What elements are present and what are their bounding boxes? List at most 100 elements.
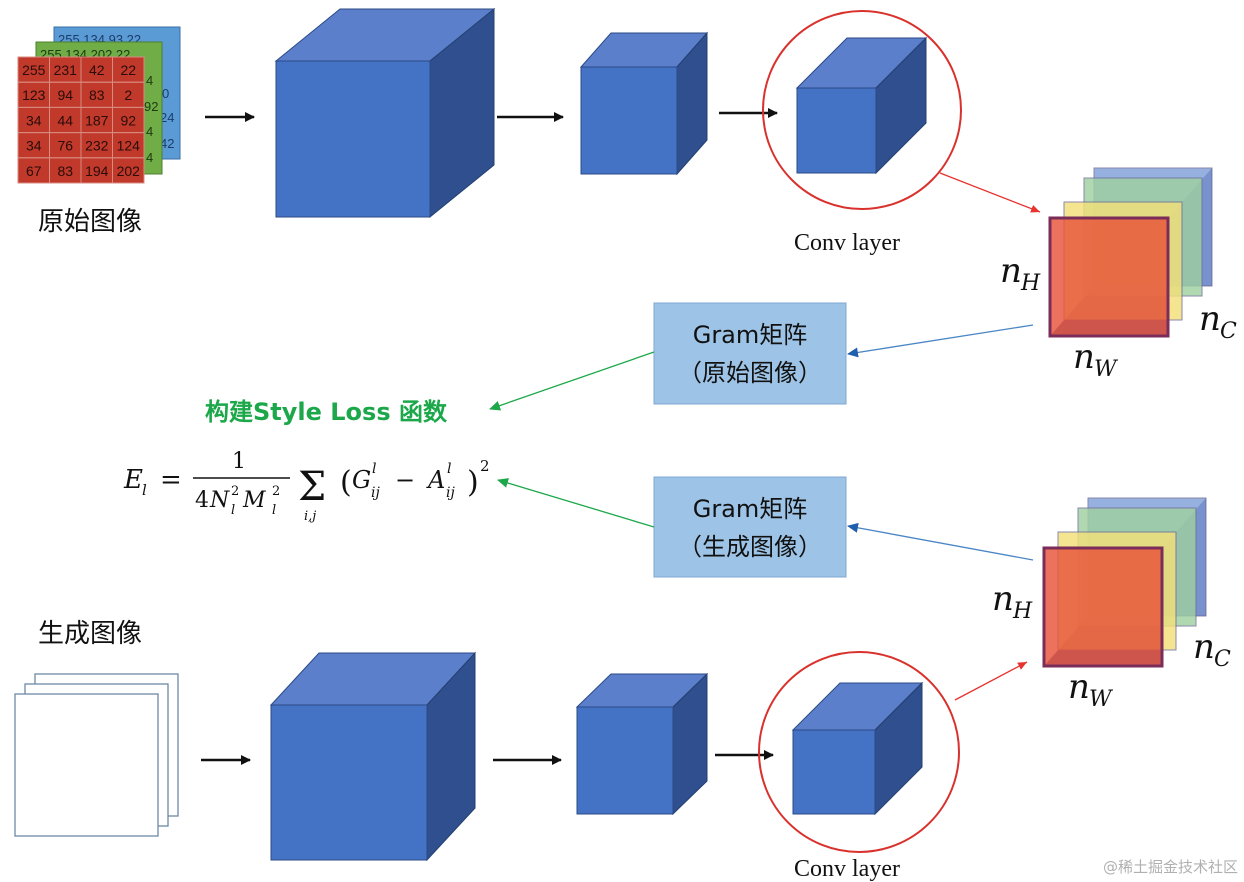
pixel-value: 76 (57, 138, 73, 154)
nh-letter: n (1000, 251, 1022, 291)
arrow-conv-to-volume-bottom (954, 661, 1028, 701)
pixel-value: 22 (120, 62, 136, 78)
formula-a: A (426, 466, 445, 494)
pixel-value: 34 (26, 138, 42, 154)
blue-side-value: 24 (160, 110, 174, 125)
cube-conv3-bottom (791, 681, 924, 816)
dim-nc-bottom: n C (1193, 627, 1231, 672)
arrow-conv-to-volume-top (939, 172, 1041, 213)
cube-conv1-top (274, 7, 496, 219)
formula-lhs-sub: l (142, 481, 147, 499)
cube-conv2-bottom (575, 672, 709, 816)
nw-letter: n (1068, 667, 1090, 707)
conv-layer-label-top: Conv layer (794, 230, 900, 256)
conv-layer-label-bottom: Conv layer (794, 856, 900, 882)
pixel-value: 42 (89, 62, 105, 78)
style-loss-formula: E l = 1 4 N 2 l M 2 l Σ i,j ( G l ij − A… (123, 449, 490, 524)
nw-letter: n (1073, 337, 1095, 377)
formula-den-n: N (209, 488, 230, 513)
cube-front-face (580, 66, 678, 175)
formula-outer-sup: 2 (480, 457, 490, 475)
original-image-label: 原始图像 (38, 207, 142, 237)
generated-image-label: 生成图像 (38, 619, 142, 649)
blue-side-values: 0 24 42 (160, 86, 174, 151)
pixel-value: 44 (57, 112, 73, 128)
pixel-value: 92 (120, 112, 136, 128)
arrow-gram-bottom-to-loss (497, 478, 655, 528)
formula-numerator: 1 (232, 449, 246, 474)
cube-front-face (270, 704, 428, 861)
pixel-value: 232 (85, 138, 109, 154)
formula-lhs: E (123, 465, 143, 495)
gram-box-generated-line1: Gram矩阵 (693, 495, 808, 523)
blue-side-value: 0 (162, 86, 169, 101)
cube-front-face (792, 729, 876, 815)
nw-subscript: W (1089, 687, 1114, 712)
cube-front-face (576, 706, 674, 815)
green-side-value: 4 (146, 124, 153, 139)
pixel-value: 124 (117, 138, 141, 154)
gram-box-original-line2: （原始图像） (678, 359, 822, 387)
arrow-volume-to-gram-top (847, 324, 1034, 358)
formula-g: G (352, 466, 371, 494)
green-side-value: 4 (146, 150, 153, 165)
dim-nh-bottom: n H (992, 579, 1033, 624)
gram-box-generated-bg (653, 476, 847, 578)
formula-g-sub: ij (371, 485, 380, 501)
dim-nh-top: n H (1000, 251, 1041, 296)
cube-conv3-top (795, 36, 928, 175)
pixel-value: 202 (117, 163, 141, 179)
pixel-value: 2 (124, 87, 132, 103)
nh-letter: n (992, 579, 1014, 619)
green-side-value: 4 (146, 73, 153, 88)
pixel-value: 123 (22, 87, 46, 103)
nc-subscript: C (1214, 647, 1231, 672)
pixel-value: 34 (26, 112, 42, 128)
volume-front-border (1048, 216, 1170, 338)
feature-volume-original (1048, 167, 1213, 338)
arrow-volume-to-gram-bottom (847, 522, 1034, 561)
conv-layer-highlight-bottom (758, 651, 960, 853)
formula-den-m: M (242, 488, 266, 513)
pixel-value: 187 (85, 112, 109, 128)
dim-nw-bottom: n W (1068, 667, 1114, 712)
formula-close-paren: ) (467, 465, 479, 500)
formula-open-paren: ( (340, 465, 352, 500)
cube-front-face (796, 87, 877, 174)
watermark: @稀土掘金技术社区 (1103, 858, 1238, 876)
nw-subscript: W (1094, 357, 1119, 382)
pixel-value: 255 (22, 62, 46, 78)
gram-box-generated-line2: （生成图像） (678, 533, 822, 561)
formula-den-4: 4 (195, 488, 209, 513)
pixel-value: 67 (26, 163, 42, 179)
formula-den-n-sup: 2 (231, 484, 239, 499)
original-image-grid: 255 134 93 22 0 24 42 255 134 202 22 4 9… (17, 26, 181, 184)
cubes-layer (269, 7, 928, 862)
channel-slab (1043, 547, 1163, 667)
formula-den-m-sub: l (272, 503, 276, 518)
generated-frame-front (14, 693, 159, 837)
volume-front-border (1042, 546, 1164, 668)
gram-box-original-line1: Gram矩阵 (693, 321, 808, 349)
blue-side-value: 42 (160, 136, 174, 151)
dim-nc-top: n C (1199, 299, 1237, 344)
nc-letter: n (1199, 299, 1221, 339)
gram-box-original-bg (653, 302, 847, 405)
green-side-value: 92 (144, 99, 158, 114)
pixel-value: 83 (57, 163, 73, 179)
nc-letter: n (1193, 627, 1215, 667)
channel-slab (1049, 217, 1169, 337)
style-loss-title: 构建Style Loss 函数 (205, 398, 448, 426)
formula-g-sup: l (372, 461, 376, 477)
formula-den-n-sub: l (231, 503, 235, 518)
pixel-value: 94 (57, 87, 73, 103)
formula-sum-index: i,j (304, 509, 316, 524)
formula-equals: = (160, 465, 182, 495)
nc-subscript: C (1220, 319, 1237, 344)
pixel-value: 83 (89, 87, 105, 103)
pixel-cell (112, 157, 145, 184)
nh-subscript: H (1020, 271, 1041, 296)
pixel-value: 194 (85, 163, 109, 179)
